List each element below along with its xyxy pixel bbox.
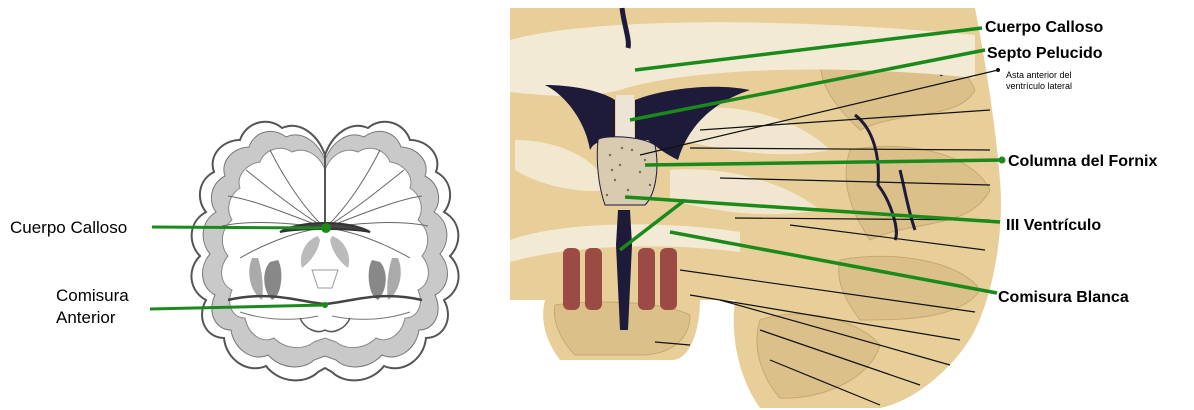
label-cuerpo-calloso-right: Cuerpo Calloso <box>985 19 1103 36</box>
label-cuerpo-calloso-left: Cuerpo Calloso <box>10 218 127 237</box>
coronal-brain-diagram: Cuerpo Calloso Comisura Anterior <box>10 122 459 381</box>
leader-cuerpo-calloso-left <box>152 227 326 228</box>
fornix-pointer-dot <box>999 157 1006 164</box>
callosum-pointer-dot <box>321 223 331 233</box>
label-septo-pelucido: Septo Pelucido <box>987 45 1103 62</box>
coronal-section-illustration: Cuerpo Calloso Septo Pelucido Asta anter… <box>510 8 1157 408</box>
label-iii-ventriculo: III Ventrículo <box>1006 217 1101 234</box>
label-asta-anterior-line2: ventrículo lateral <box>1006 81 1072 91</box>
label-comisura-anterior-line2: Anterior <box>56 308 116 327</box>
septum-pellucidum-shape <box>616 95 634 140</box>
asta-pointer-dot <box>996 68 1000 72</box>
commissure-pointer-dot <box>322 302 328 308</box>
label-comisura-anterior-line1: Comisura <box>56 286 129 305</box>
label-asta-anterior-line1: Asta anterior del <box>1006 70 1072 80</box>
label-columna-fornix: Columna del Fornix <box>1008 153 1157 170</box>
label-comisura-blanca: Comisura Blanca <box>998 289 1129 306</box>
